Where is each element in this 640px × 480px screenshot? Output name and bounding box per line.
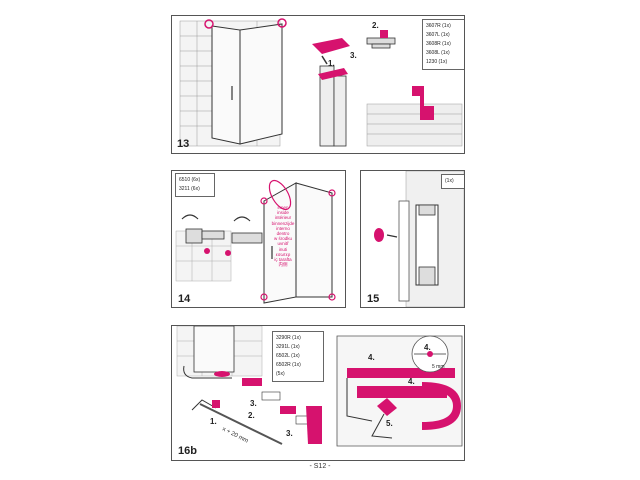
sub-step-2: 2.	[248, 411, 255, 420]
step-number: 15	[367, 293, 380, 305]
step-16b-illustration: 1. 2. 3. 3. 4. 4. 4. 5. x + 20 mm 5 mm	[176, 326, 463, 447]
step-number: 13	[177, 138, 190, 150]
part-item: 6502R (1x)	[276, 362, 301, 368]
panel-step-13: 1. 2. 3. 13 3607R (1x) 3607L (1x) 3608R …	[171, 15, 465, 154]
highlight-corner-left	[204, 19, 214, 29]
part-item: (5x)	[276, 371, 285, 377]
step-number: 14	[178, 293, 191, 305]
sub-step-3b: 3.	[286, 429, 293, 438]
step-15-illustration	[374, 171, 464, 307]
stopper-part	[374, 228, 384, 242]
end-piece	[306, 406, 322, 444]
part-item: 3291L (1x)	[276, 344, 300, 350]
sub-step-4: 4.	[368, 353, 375, 362]
sub-step-2: 2.	[372, 21, 379, 30]
sub-step-1: 1.	[210, 417, 217, 426]
part-item: 3607R (1x)	[426, 23, 451, 29]
sub-step-4b: 4.	[424, 343, 431, 352]
end-cap	[312, 38, 350, 54]
hook-part	[412, 86, 434, 120]
parts-list: 3290R (1x) 3291L (1x) 6502L (1x) 6502R (…	[272, 331, 324, 382]
step-13-illustration: 1. 2. 3.	[179, 18, 463, 147]
part-item: 6510 (6x)	[179, 177, 201, 183]
sub-step-4c: 4.	[408, 377, 415, 386]
part-item: 3608R (1x)	[426, 41, 451, 47]
sub-step-3: 3.	[250, 399, 257, 408]
panel-step-14: innen inside intérieur binnenzijde inter…	[171, 170, 346, 308]
parts-list: (1x)	[441, 174, 464, 189]
part-item: 3211 (6x)	[179, 186, 200, 192]
page-number: - S12 -	[309, 463, 331, 470]
panel-step-15: (1x) 15	[360, 170, 465, 308]
part-item: 3607L (1x)	[426, 32, 450, 38]
sub-step-5: 5.	[386, 419, 393, 428]
gap-label: 5 mm	[432, 364, 445, 370]
step-number: 16b	[178, 445, 197, 457]
inside-warning: innen inside intérieur binnenzijde inter…	[271, 205, 295, 268]
part-item: 1230 (1x)	[426, 59, 448, 65]
part-item: 6502L (1x)	[276, 353, 300, 359]
measure-label: x + 20 mm	[221, 426, 249, 444]
part-item: 3608L (1x)	[426, 50, 450, 56]
sub-step-1: 1.	[328, 59, 335, 68]
part-item: 3290R (1x)	[276, 335, 301, 341]
part-item: (1x)	[445, 178, 454, 184]
panel-step-16b: 1. 2. 3. 3. 4. 4. 4. 5. x + 20 mm 5 mm 3…	[171, 325, 465, 461]
step-14-illustration	[175, 179, 336, 304]
sub-step-3: 3.	[350, 51, 357, 60]
parts-list: 3607R (1x) 3607L (1x) 3608R (1x) 3608L (…	[422, 19, 464, 70]
highlight-corner-right	[277, 18, 287, 28]
parts-list: 6510 (6x) 3211 (6x)	[175, 173, 215, 197]
